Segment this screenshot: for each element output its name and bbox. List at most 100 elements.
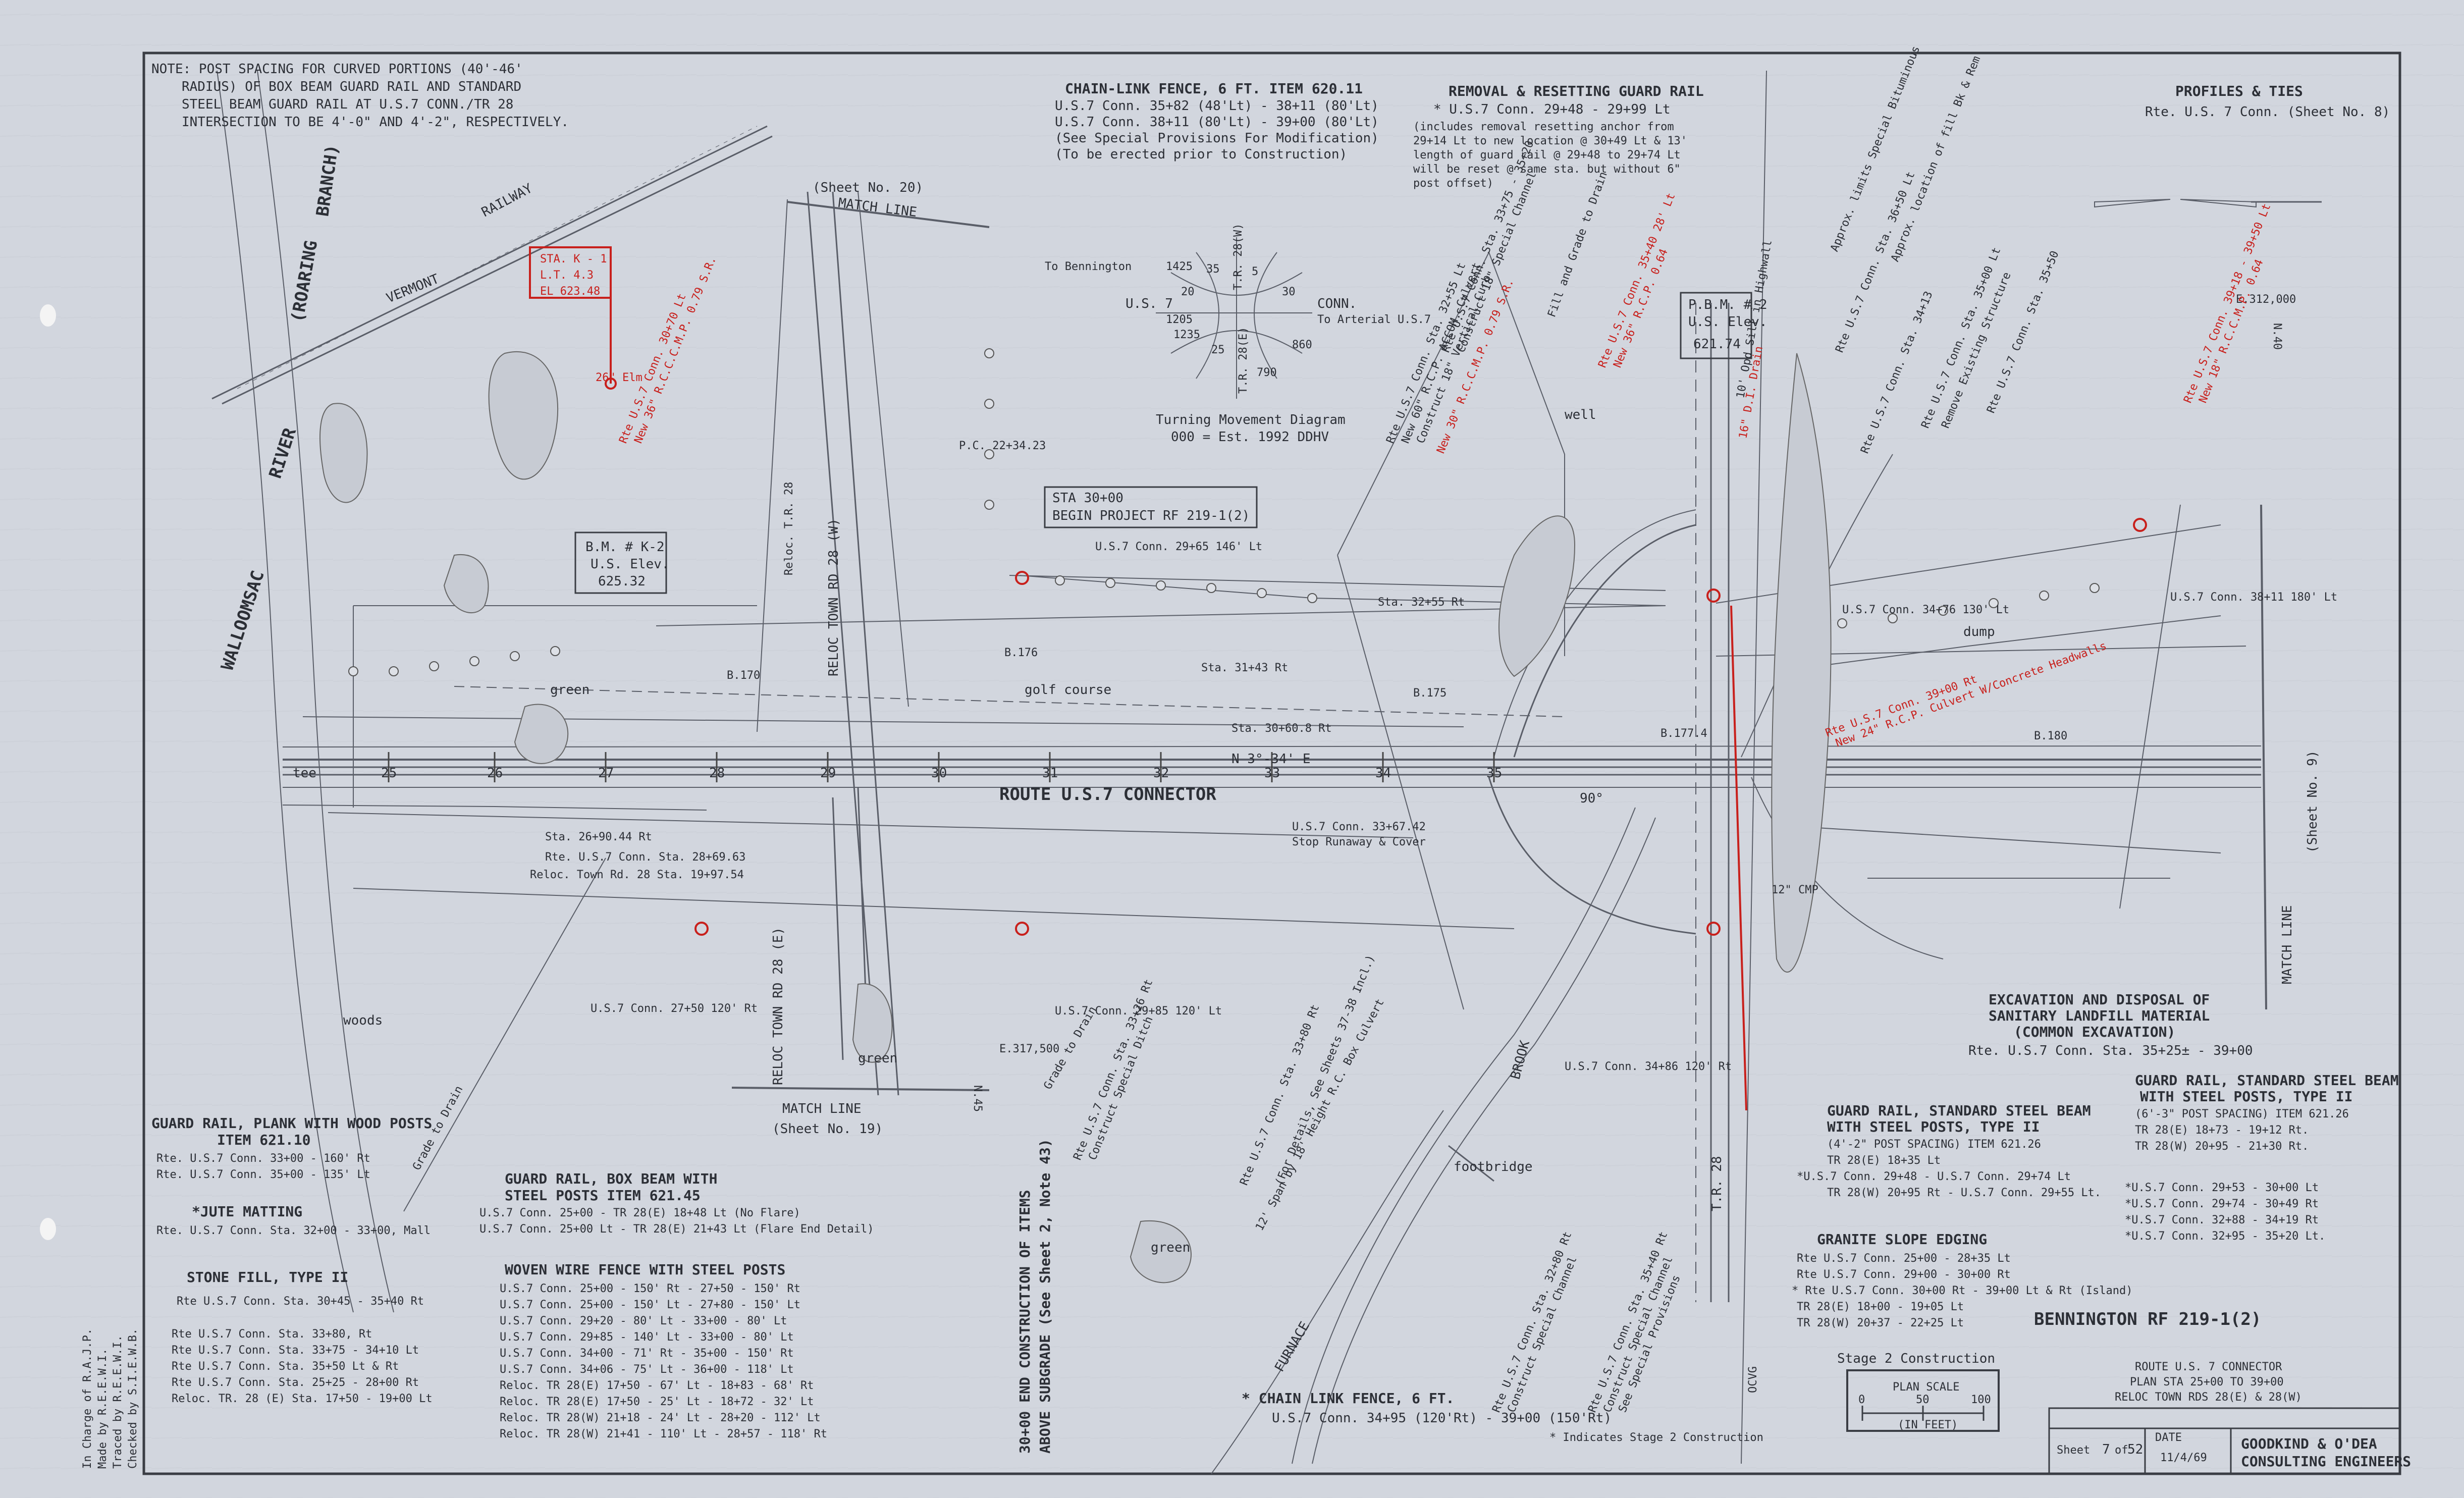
tn-value: 860 (1292, 339, 1312, 351)
note-line: Reloc. TR. 28 (E) Sta. 17+50 - 19+00 Lt (172, 1393, 433, 1405)
tn-label: To Arterial U.S.7 (1317, 313, 1431, 326)
boxes (574, 292, 2401, 1475)
note-line: U.S.7 Conn. 25+00 - 150' Rt - 27+50 - 15… (500, 1282, 800, 1295)
tn-value: 25 (1211, 344, 1225, 356)
scale-units: (IN FEET) (1898, 1419, 1958, 1431)
begin-project-line: STA 30+00 (1052, 491, 1123, 506)
note-line: Rte U.S.7 Conn. Sta. 33+75 - 34+10 Lt (172, 1344, 419, 1357)
note-line: Reloc. TR 28(W) 21+41 - 110' Lt - 28+57 … (500, 1428, 827, 1440)
note-line: post offset) (1413, 177, 1493, 190)
baseline-label: B.176 (1004, 647, 1038, 659)
note-granite-edging: GRANITE SLOPE EDGING Rte U.S.7 Conn. 25+… (1792, 1231, 2133, 1329)
note-heading: WITH STEEL POSTS, TYPE II (1827, 1118, 2040, 1135)
note-line: TR 28(E) 18+00 - 19+05 Lt (1797, 1301, 1964, 1313)
station-label: 27 (598, 766, 614, 781)
note-heading: *JUTE MATTING (192, 1203, 302, 1220)
benchmark-pbm2: P.B.M. # 2 U.S. Elev. 621.74 (1688, 297, 1767, 352)
note-heading: GUARD RAIL, PLANK WITH WOOD POSTS (151, 1115, 432, 1132)
station-label: 28 (709, 766, 725, 781)
note-line: (4'-2" POST SPACING) ITEM 621.26 (1827, 1138, 2041, 1151)
title-block: BENNINGTON RF 219-1(2) ROUTE U.S. 7 CONN… (2034, 1309, 2411, 1470)
note-line: INTERSECTION TO BE 4'-0" AND 4'-2", RESP… (182, 115, 569, 130)
scale-tick: 0 (1858, 1394, 1865, 1406)
callout: U.S.7 Conn. 33+67.42 (1292, 821, 1426, 833)
station-label: 25 (381, 766, 397, 781)
station-label: 34 (1375, 766, 1391, 781)
note-line: STEEL BEAM GUARD RAIL AT U.S.7 CONN./TR … (182, 97, 513, 112)
sheet-total: 52 (2127, 1442, 2143, 1457)
note-heading: STEEL POSTS ITEM 621.45 (505, 1187, 701, 1204)
bm-line: U.S. Elev. (591, 557, 670, 572)
note-line: U.S.7 Conn. 29+85 - 140' Lt - 33+00 - 80… (500, 1331, 794, 1344)
note-chain-link-top: CHAIN-LINK FENCE, 6 FT. ITEM 620.11 U.S.… (1055, 80, 1379, 162)
bm-line: U.S. Elev. (1688, 314, 1767, 330)
note-line: TR 28(W) 20+37 - 22+25 Lt (1797, 1317, 1964, 1329)
note-line: Rte U.S.7 Conn. Sta. 30+45 - 35+40 Rt (177, 1295, 424, 1308)
callout: OCVG (1747, 1366, 1759, 1393)
ninety-label: 90° (1580, 791, 1603, 806)
bm-line: B.M. # K-2 (585, 540, 665, 555)
punch-hole (40, 1218, 56, 1240)
red-markup (529, 246, 1747, 1111)
note-stone-fill: STONE FILL, TYPE II Rte U.S.7 Conn. Sta.… (172, 1269, 433, 1405)
callout: 12" CMP (1772, 884, 1818, 896)
easting-label: E.312,000 (2236, 293, 2296, 306)
note-line: Rte. U.S.7 Conn. Sta. 35+25± - 39+00 (1968, 1043, 2253, 1058)
tn-label: T.R. 28(E) (1237, 327, 1250, 394)
turning-movement-diagram: T.R. 28(W) U.S. 7 CONN. T.R. 28(E) To Be… (1045, 224, 1431, 445)
note-line: * Indicates Stage 2 Construction (1549, 1431, 1763, 1444)
red-note: STA. K - 1 (540, 253, 607, 265)
note-line: NOTE: POST SPACING FOR CURVED PORTIONS (… (151, 62, 523, 77)
tn-label: T.R. 28(W) (1232, 224, 1245, 290)
diag-note: Sta. 30+60.8 Rt (1231, 722, 1332, 735)
tn-caption: 000 = Est. 1992 DDHV (1171, 430, 1329, 445)
station-label: 31 (1042, 766, 1058, 781)
note-line: length of guard rail @ 29+48 to 29+74 Lt (1413, 149, 1681, 162)
match-line-right: MATCH LINE (2280, 905, 2295, 984)
well-label: well (1565, 407, 1596, 422)
callout: Sta. 26+90.44 Rt (545, 831, 652, 843)
note-heading: (COMMON EXCAVATION) (2014, 1024, 2175, 1040)
easting-label: E.317,500 (999, 1043, 1059, 1055)
begin-project-label: STA 30+00 BEGIN PROJECT RF 219-1(2) (1052, 491, 1250, 523)
note-chain-link-bottom: * CHAIN LINK FENCE, 6 FT. U.S.7 Conn. 34… (1242, 1390, 1763, 1444)
note-line: Reloc. TR 28(E) 17+50 - 67' Lt - 18+83 -… (500, 1379, 814, 1392)
note-gr-box-beam: GUARD RAIL, BOX BEAM WITH STEEL POSTS IT… (479, 1170, 874, 1236)
footbridge-label: footbridge (1454, 1159, 1533, 1174)
firm-name: GOODKIND & O'DEA (2241, 1435, 2377, 1452)
tn-value: 1425 (1166, 260, 1193, 273)
callout: U.S.7 Conn. 34+76 130' Lt (1842, 604, 2009, 616)
sheet-border (142, 51, 2401, 1475)
callout: U.S.7 Conn. 38+11 180' Lt (2170, 591, 2337, 604)
diag-note: Sta. 32+55 Rt (1378, 596, 1465, 609)
project-number: BENNINGTON RF 219-1(2) (2034, 1309, 2261, 1329)
sheet-of: of (2115, 1444, 2128, 1457)
note-line: U.S.7 Conn. 34+95 (120'Rt) - 39+00 (150'… (1272, 1411, 1612, 1426)
note-heading: EXCAVATION AND DISPOSAL OF (1989, 991, 2210, 1008)
note-line: 30+00 END CONSTRUCTION OF ITEMS (1016, 1190, 1033, 1454)
bm-line: 625.32 (598, 574, 646, 589)
linework (211, 70, 2322, 1474)
note-profiles-ties: PROFILES & TIES Rte. U.S. 7 Conn. (Sheet… (2145, 83, 2390, 120)
sheet-label: Sheet (2057, 1444, 2090, 1457)
note-line: ABOVE SUBGRADE (See Sheet 2, Note 43) (1037, 1139, 1053, 1454)
note-line: 29+14 Lt to new location @ 30+49 Lt & 13… (1413, 135, 1687, 147)
route-title: ROUTE U.S. 7 CONNECTOR (2135, 1361, 2282, 1373)
note-line: U.S.7 Conn. 25+00 Lt - TR 28(E) 21+43 Lt… (479, 1223, 874, 1236)
benchmark-k2: B.M. # K-2 U.S. Elev. 625.32 (585, 540, 670, 589)
note-line: U.S.7 Conn. 34+06 - 75' Lt - 36+00 - 118… (500, 1363, 794, 1376)
note-line: U.S.7 Conn. 35+82 (48'Lt) - 38+11 (80'Lt… (1055, 98, 1379, 114)
note-heading: STONE FILL, TYPE II (187, 1269, 348, 1286)
stage-label: Stage 2 Construction (1837, 1351, 1995, 1366)
station-label: 26 (487, 766, 503, 781)
diag-note: Reloc. T.R. 28 (783, 482, 795, 575)
plan-station: PLAN STA 25+00 TO 39+00 (2130, 1376, 2284, 1388)
green-label: green (550, 682, 590, 698)
note-line: *U.S.7 Conn. 29+53 - 30+00 Lt (2125, 1182, 2319, 1194)
sheet20-label: (Sheet No. 20) (813, 180, 923, 195)
note-jute: *JUTE MATTING Rte. U.S.7 Conn. Sta. 32+0… (156, 1203, 431, 1237)
note-line: Reloc. TR 28(E) 17+50 - 25' Lt - 18+72 -… (500, 1396, 814, 1408)
note-woven-wire: WOVEN WIRE FENCE WITH STEEL POSTS U.S.7 … (500, 1261, 827, 1440)
callout: Reloc. Town Rd. 28 Sta. 19+97.54 (530, 869, 744, 881)
